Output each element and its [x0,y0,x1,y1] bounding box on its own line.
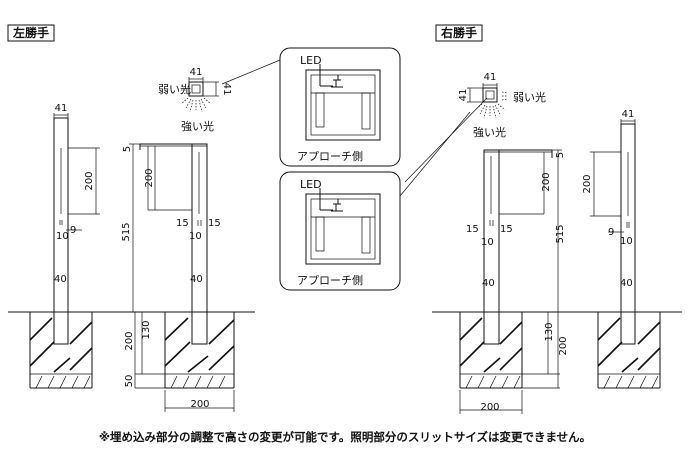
dim-5-right-front: 5 [555,152,566,158]
dim-200-left-side: 200 [84,171,95,190]
right-top-view-lamp [467,83,508,119]
dim-10-left-front: 10 [189,231,202,242]
dim-15-right-front-b: 15 [500,224,513,235]
right-front-footing [459,312,523,389]
left-front-footing [164,312,235,389]
approach-side-label-upper: アプローチ側 [297,150,363,163]
dim-10-right-front: 10 [481,237,494,248]
dim-130-right-front: 130 [544,322,555,341]
dim-5-left-front: 5 [122,146,133,152]
dim-10-left-side: 10 [56,231,69,242]
left-top-view-lamp [180,77,219,113]
dim-15-right-front: 15 [466,224,479,235]
left-side-pole [53,113,100,345]
dim-41-left-side: 41 [55,103,68,114]
left-hand-header: 左勝手 [12,25,49,40]
right-front-pole [459,149,562,414]
left-front-pole [129,143,235,412]
callout-line-lower [404,97,488,183]
strong-light-label-right: 強い光 [473,125,506,139]
dim-10-right-side: 10 [620,236,633,247]
dim-50-left-front: 50 [124,375,135,388]
weak-light-label-left: 弱い光 [158,82,191,96]
dim-41-left-top: 41 [190,67,203,78]
dim-130-left-front: 130 [141,320,152,339]
left-hand-header-box [7,24,55,42]
right-side-footing [597,312,661,389]
approach-side-label-lower: アプローチ側 [297,274,363,287]
right-hand-header-box [435,24,483,42]
dim-515-right-front: 515 [555,224,566,243]
dim-9-right-side: 9 [608,227,614,238]
led-detail-box-lower [279,171,401,291]
callout-line-lower-b [399,111,471,197]
dim-200-left-front-depth: 200 [124,331,135,350]
dim-41-right-side: 41 [622,109,635,120]
callout-line-upper [221,59,281,85]
dim-40-right-side: 40 [620,278,633,289]
led-detail-box-upper [279,47,401,167]
dim-40-left-side: 40 [54,274,67,285]
dim-41-left-top-b: 41 [221,83,232,96]
left-side-footing [29,312,93,389]
right-hand-header: 右勝手 [440,25,477,40]
footnote: ※埋め込み部分の調整で高さの変更が可能です。照明部分のスリットサイズは変更できま… [99,430,591,444]
dim-200-left-front-width: 200 [190,399,209,410]
dim-200-left-front-slit: 200 [144,168,155,187]
dim-200-right-side: 200 [582,174,593,193]
dim-200-right-front-depth: 200 [558,336,569,355]
strong-light-label-left: 強い光 [181,119,214,133]
weak-light-label-right: 弱い光 [513,90,546,104]
dim-41-right-top: 41 [484,72,497,83]
dim-9-left-side: 9 [70,225,76,236]
dim-200-right-front-width: 200 [480,402,499,413]
led-label-lower: LED [300,178,322,191]
dim-515-left-front: 515 [121,222,132,241]
dim-15-left-front: 15 [176,218,189,229]
right-side-pole [590,119,636,345]
dim-200-right-front-slit: 200 [541,172,552,191]
dim-41-right-top-b: 41 [458,89,469,102]
dim-40-right-front: 40 [482,278,495,289]
dim-40-left-front: 40 [190,274,203,285]
dim-15-left-front-b: 15 [208,218,221,229]
led-label-upper: LED [300,54,322,67]
